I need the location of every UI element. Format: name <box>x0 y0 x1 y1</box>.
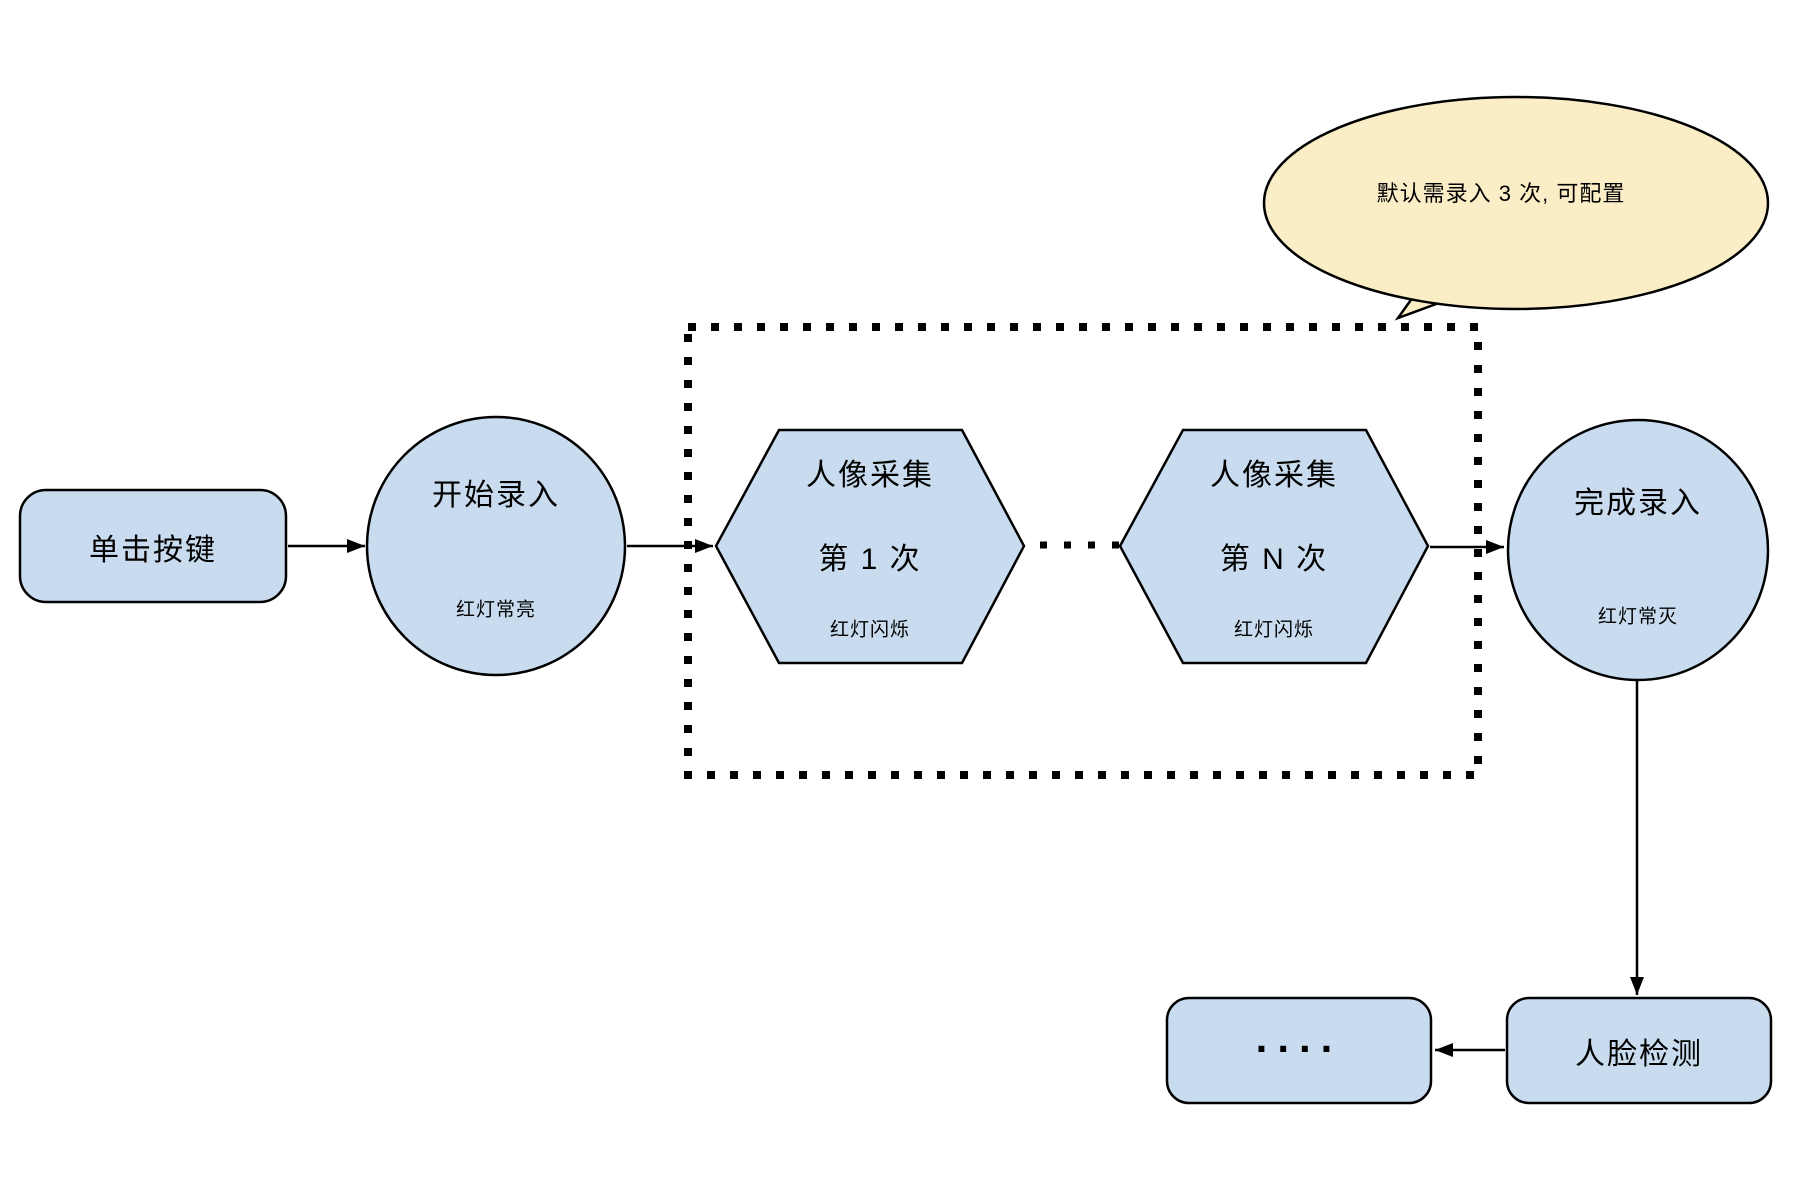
start-enroll-label: 开始录入 <box>432 479 560 512</box>
capture-1-sublabel: 红灯闪烁 <box>829 619 911 641</box>
capture-n-sublabel: 红灯闪烁 <box>1233 619 1315 641</box>
capture-1-count-label: 第 1 次 <box>818 543 922 576</box>
capture-1-node <box>714 428 1026 665</box>
repeat-group-dotted-border <box>684 323 1482 779</box>
face-detect-label: 人脸检测 <box>1575 1038 1703 1071</box>
finish-enroll-label: 完成录入 <box>1574 487 1702 520</box>
face-detect-node <box>1505 996 1773 1105</box>
finish-enroll-sublabel: 红灯常灭 <box>1597 606 1679 628</box>
finish-enroll-node <box>1506 418 1770 682</box>
capture-1-label: 人像采集 <box>806 459 934 492</box>
capture-n-label: 人像采集 <box>1210 459 1338 492</box>
start-enroll-node <box>365 415 627 677</box>
click-button-label: 单击按键 <box>89 534 217 567</box>
start-enroll-sublabel: 红灯常亮 <box>455 599 537 621</box>
capture-n-count-label: 第 N 次 <box>1219 543 1329 576</box>
more-node <box>1165 996 1433 1105</box>
callout-bubble <box>1262 95 1770 311</box>
capture-n-node <box>1118 428 1430 665</box>
more-label: .... <box>1255 1014 1343 1061</box>
callout-text: 默认需录入 3 次, 可配置 <box>1376 181 1626 206</box>
click-button-node <box>18 488 288 604</box>
